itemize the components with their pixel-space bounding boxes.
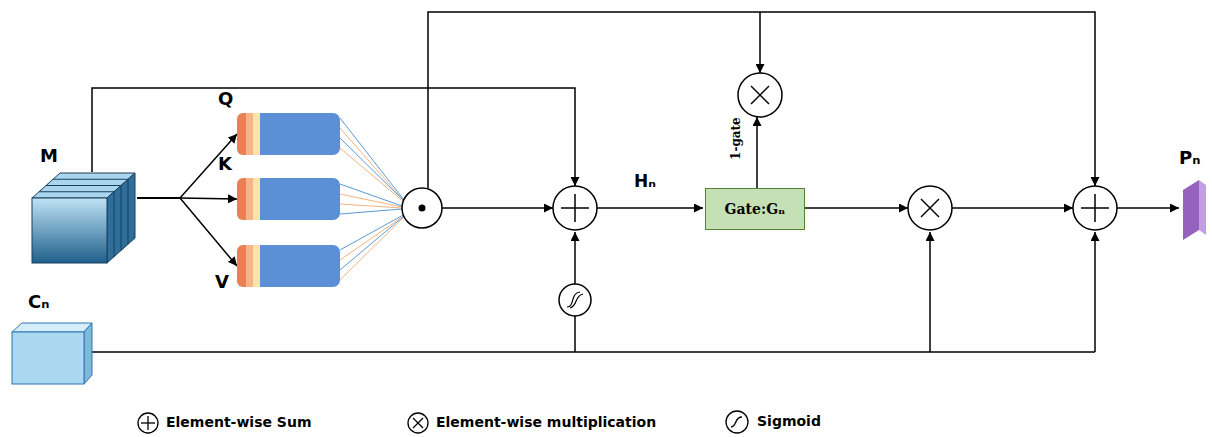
legend-text: Element-wise Sum [166,415,311,430]
legend-sigmoid-symbol [726,411,748,433]
output-slab [1183,180,1207,240]
tensor-label: Q [218,89,233,109]
sigmoid-symbol [559,284,591,316]
legend-symbols [138,411,748,433]
fan-line [340,209,402,214]
sum-symbol [553,186,597,230]
tensor-label: Pₙ [1179,148,1200,168]
vector-bar [237,113,340,155]
fan-line [340,194,402,207]
hidden-state-label: Hₙ [634,172,656,191]
vector-bar [237,245,340,287]
one-minus-gate-label: 1-gate [730,114,743,164]
memory-stack [32,172,137,264]
fan-line [340,214,405,250]
residual-wire [92,88,575,186]
skip-branch-wire [759,12,761,73]
wires [90,12,1179,352]
attention-out-wire [442,207,553,209]
one-minus-gate-wire [756,117,758,188]
context-sigmoid-wire [574,316,576,352]
operators [402,73,1117,316]
gate-wire [805,207,908,209]
value-vector: V [237,245,340,287]
fan-line [340,204,402,208]
fan-line [340,138,405,202]
legend-text: Element-wise multiplication [436,415,656,430]
gate-box: Gate:Gₙ [705,188,805,230]
fan-line [340,128,404,201]
output-wire [1117,207,1179,209]
tensor-label: V [215,272,229,292]
tensor-label: Cₙ [28,292,49,312]
fan-line [340,148,405,203]
output-tensor: Pₙ [1183,180,1207,240]
context-box [12,322,92,384]
split-arrow [137,198,237,266]
tensor-label: M [40,146,58,166]
skip-wire [428,12,1095,188]
fan-line [340,184,402,206]
tensor-label: K [218,154,232,174]
fan-line [340,216,404,270]
memory-tensor: M [32,172,137,264]
multiply-symbol [908,186,952,230]
query-vector: Q [237,113,340,155]
vector-bar [237,178,340,220]
sum-symbol [1073,186,1117,230]
context-sum-wire [1094,232,1096,352]
legend-multiply-symbol [408,413,428,433]
context-mult-wire [929,232,931,352]
legend-text: Sigmoid [757,414,821,429]
sigmoid-out-wire [574,232,576,284]
fan-line [340,217,404,280]
multiply-symbol [738,73,782,117]
split-arrow [137,134,237,198]
product-wire [952,207,1073,209]
attention-fan-lines [340,118,405,280]
dot-product-symbol [402,188,442,228]
legend-sum-symbol [138,413,158,433]
context-tensor: Cₙ [12,322,92,384]
h-wire [597,207,703,209]
fan-line [340,215,405,260]
gate-label: Gate:Gₙ [725,201,786,217]
context-wire [90,351,1095,353]
key-vector: K [237,178,340,220]
